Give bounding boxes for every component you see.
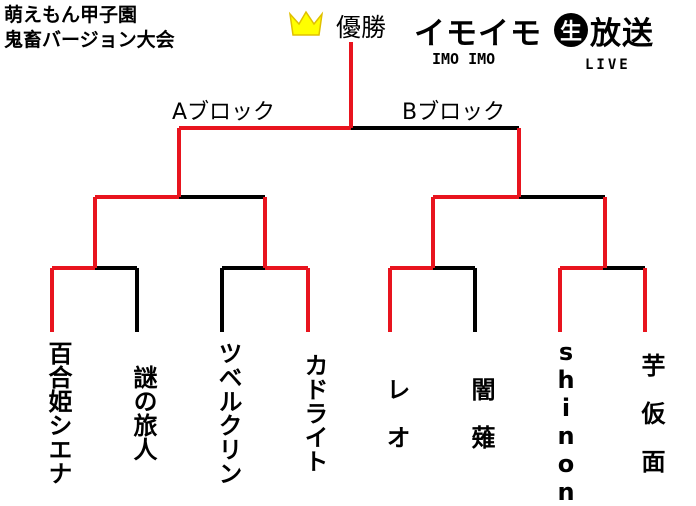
page-title-line1: 萌えもん甲子園 bbox=[4, 4, 138, 26]
logo-text-left: イモイモ bbox=[414, 16, 542, 52]
player-4: カドライト bbox=[300, 353, 328, 473]
bracket-lines-red bbox=[50, 42, 647, 332]
champion-label: 優勝 bbox=[336, 13, 387, 42]
logo-circle: 生 bbox=[554, 13, 588, 47]
player-8: 芋 仮 面 bbox=[637, 353, 665, 473]
block-a-label: Aブロック bbox=[172, 100, 276, 125]
player-6: 闇 薙 bbox=[467, 377, 495, 449]
player-7: shinon bbox=[552, 338, 580, 506]
page-title-line2: 鬼畜バージョン大会 bbox=[4, 29, 175, 51]
crown-icon bbox=[288, 10, 324, 36]
player-3: ツベルクリン bbox=[214, 341, 242, 485]
logo-text-right: 放送 bbox=[590, 16, 654, 52]
logo-subtitle: IMO IMO bbox=[432, 50, 496, 68]
tournament-bracket: 生 bbox=[50, 10, 647, 332]
bracket-lines-black bbox=[95, 126, 645, 332]
player-5: レ オ bbox=[382, 377, 410, 449]
player-1: 百合姫シエナ bbox=[44, 341, 72, 485]
logo-circle-char: 生 bbox=[560, 20, 582, 45]
block-b-label: Bブロック bbox=[402, 100, 506, 125]
player-2: 謎の旅人 bbox=[129, 365, 157, 461]
logo-live: LIVE bbox=[585, 57, 631, 73]
